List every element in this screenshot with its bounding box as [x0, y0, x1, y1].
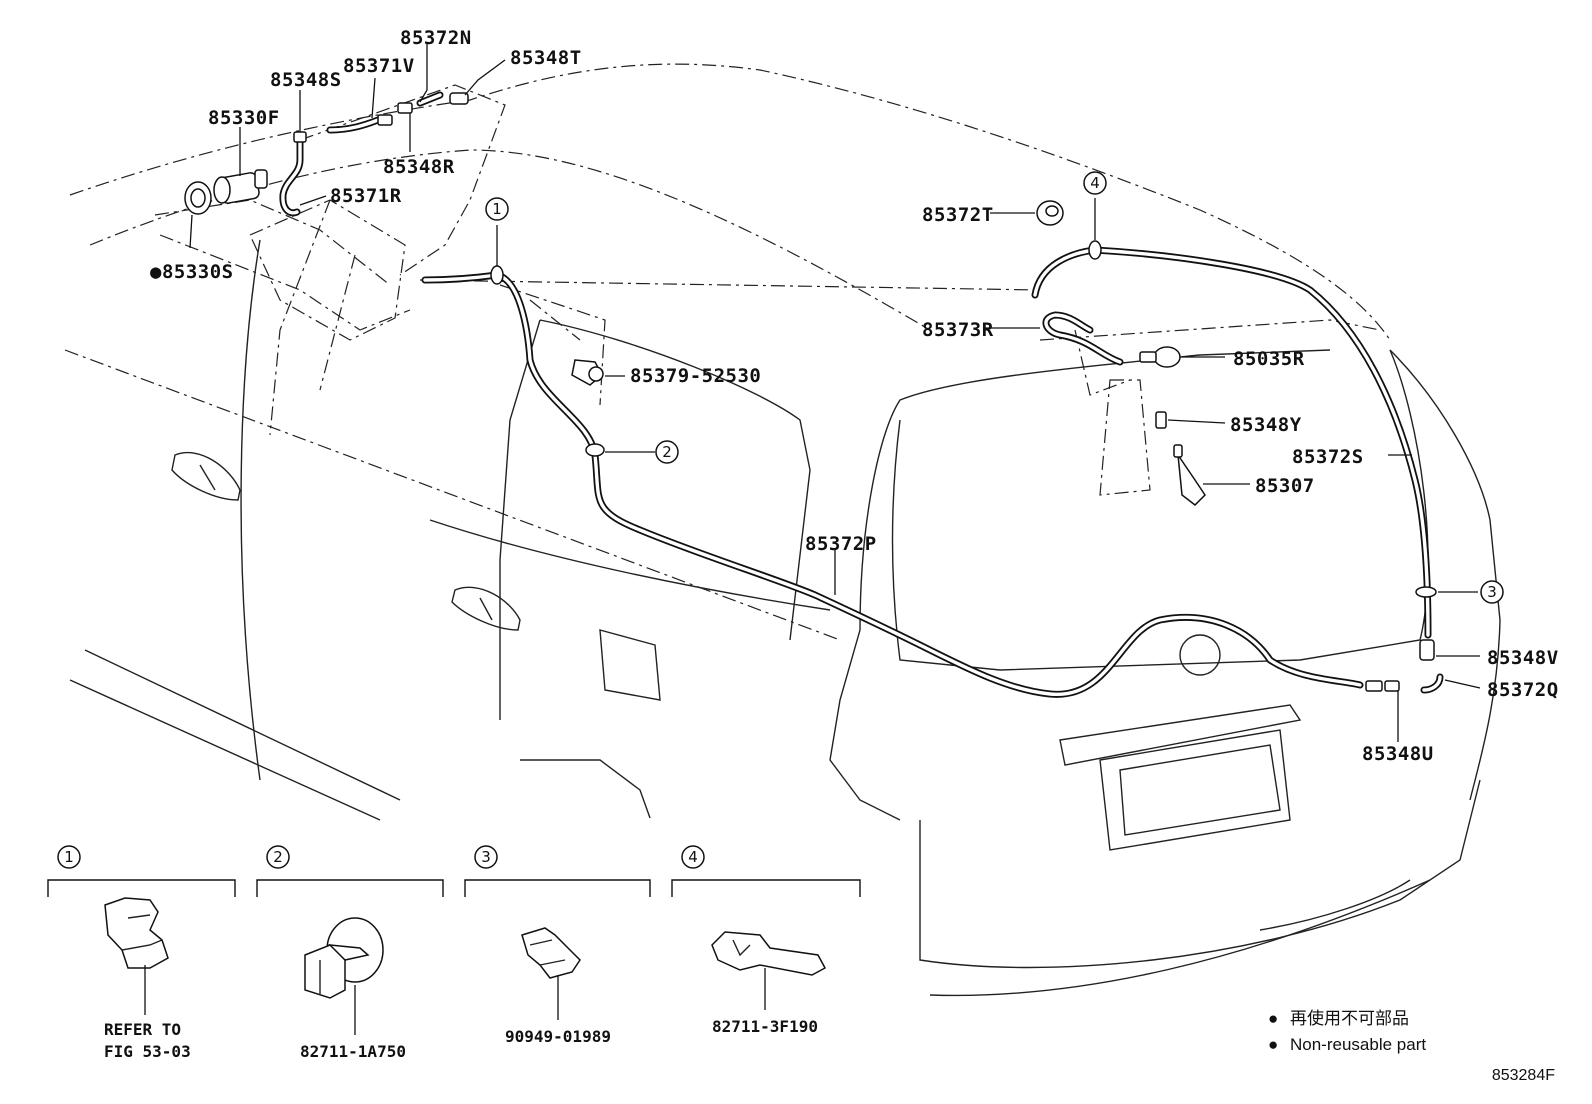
- clip-group-4: 4 82711-3F190: [671, 845, 861, 1036]
- part-label-85371r: 85371R: [330, 185, 402, 207]
- part-label-85348r: 85348R: [383, 156, 455, 178]
- part-label-85372q: 85372Q: [1487, 679, 1559, 701]
- washer-nozzle-icon: [1173, 444, 1206, 506]
- legend-english: Non-reusable part: [1290, 1035, 1426, 1054]
- vehicle-body: [64, 63, 1501, 997]
- part-label-85372n: 85372N: [400, 27, 472, 49]
- clip-2-icon: [304, 917, 384, 999]
- part-label-85330s: ●85330S: [150, 261, 234, 283]
- part-label-85371v: 85371V: [343, 55, 415, 77]
- clip-group-caption: 82711-1A750: [300, 1042, 406, 1061]
- part-label-85372p: 85372P: [805, 533, 877, 555]
- clip-1-icon: [104, 897, 169, 969]
- part-label-85372t: 85372T: [922, 204, 994, 226]
- figure-code: 853284F: [1492, 1067, 1555, 1084]
- clip-group-2: 2 82711-1A750: [256, 845, 444, 1061]
- part-label-85348u: 85348U: [1362, 743, 1434, 765]
- clip-group-caption: 90949-01989: [505, 1027, 611, 1046]
- part-label-85348y: 85348Y: [1230, 414, 1302, 436]
- grommet-icon: [184, 181, 212, 215]
- clip-group-number: 4: [688, 848, 698, 866]
- clip-detail-groups: 1 REFER TO FIG 53-03 2 82711-1A750: [47, 845, 861, 1061]
- part-label-85348s: 85348S: [270, 69, 342, 91]
- clip-group-caption: REFER TO: [104, 1020, 181, 1039]
- part-label-85330f: 85330F: [208, 107, 280, 129]
- clip-group-3: 3 90949-01989: [464, 845, 651, 1046]
- callout-markers: 1 2 3 4: [485, 171, 1504, 604]
- clip-group-number: 3: [481, 848, 491, 866]
- washer-parts: [184, 92, 1437, 692]
- part-label-85307: 85307: [1255, 475, 1315, 497]
- callout-3: 3: [1487, 583, 1497, 601]
- callout-2: 2: [662, 443, 672, 461]
- legend-marker-2: ●: [1268, 1035, 1278, 1054]
- washer-hoses: [279, 91, 1444, 698]
- clip-group-caption-2: FIG 53-03: [104, 1042, 191, 1061]
- callout-1: 1: [492, 200, 502, 218]
- clip-group-caption: 82711-3F190: [712, 1017, 818, 1036]
- check-valve-icon: [1139, 346, 1181, 368]
- part-label-85348t: 85348T: [510, 47, 582, 69]
- cap-icon: [1036, 200, 1064, 226]
- clip-group-1: 1 REFER TO FIG 53-03: [47, 845, 236, 1061]
- legend: ● 再使用不可部品 ● Non-reusable part: [1268, 1008, 1426, 1054]
- callout-4: 4: [1090, 174, 1100, 192]
- clip-4-icon: [711, 931, 827, 976]
- part-label-85373r: 85373R: [922, 319, 994, 341]
- clip-group-number: 1: [64, 848, 74, 866]
- hose-clip-icon: [571, 359, 604, 386]
- hose-connectors: [293, 92, 1435, 692]
- leader-lines: [189, 44, 1481, 742]
- part-label-85348v: 85348V: [1487, 647, 1559, 669]
- clip-group-number: 2: [273, 848, 283, 866]
- legend-marker: ●: [1268, 1009, 1278, 1028]
- legend-japanese: 再使用不可部品: [1290, 1008, 1409, 1028]
- part-label-85372s: 85372S: [1292, 446, 1364, 468]
- part-label-85379: 85379-52530: [630, 365, 761, 387]
- washer-pump-icon: [213, 169, 268, 204]
- part-label-85035r: 85035R: [1233, 348, 1305, 370]
- clip-3-icon: [521, 927, 581, 979]
